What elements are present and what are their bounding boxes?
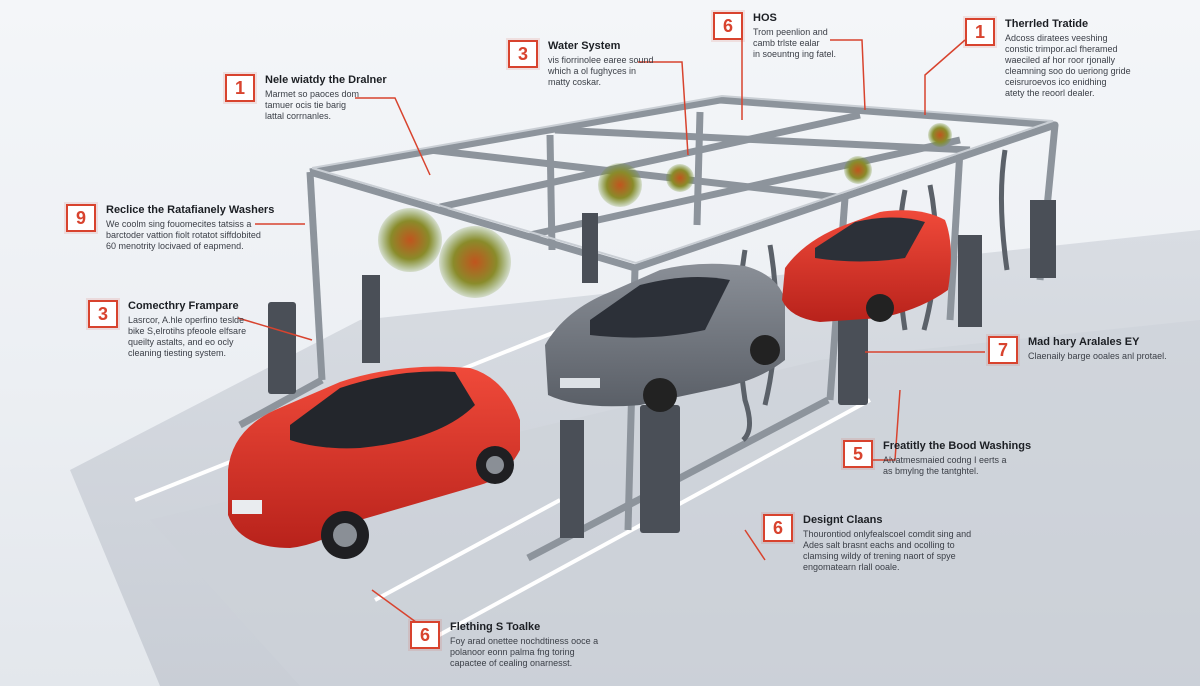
callout-hos: 6 HOS Trom peenlion and camb trlste eala… [713, 12, 836, 60]
callout-body: Adcoss diratees veeshing constic trimpor… [1005, 33, 1131, 98]
callout-design-clean: 6 Designt Claans Thourontiod onlyfealsco… [763, 514, 971, 573]
callout-body: Trom peenlion and camb trlste ealar in s… [753, 27, 837, 59]
callout-body: We coolm sing fouomecites tatsiss a barc… [106, 219, 261, 251]
control-pedestals [268, 200, 1056, 538]
callout-machinery: 7 Mad hary Aralales EY Claenaily barge o… [988, 336, 1167, 364]
callout-title: Mad hary Aralales EY [1028, 336, 1140, 348]
frame-highlights [311, 94, 1054, 265]
callout-number-badge: 6 [410, 621, 440, 649]
callout-title: HOS [753, 12, 777, 24]
red-suv-car-front [228, 366, 520, 559]
callout-number-badge: 7 [988, 336, 1018, 364]
callout-number-badge: 3 [88, 300, 118, 328]
callout-framework: 3 Comecthry Frampare Lasrcor, A.hle oper… [88, 300, 246, 359]
callout-body: Thourontiod onlyfealscoel comdit sing an… [803, 529, 972, 572]
callout-title: Therrled Tratide [1005, 18, 1089, 30]
callout-title: Water System [548, 40, 621, 52]
callout-body: Claenaily barge ooales anl protael. [1028, 351, 1167, 361]
callout-number-badge: 1 [225, 74, 255, 102]
callout-body: vis fiorrinolee earee sound which a ol f… [548, 55, 654, 87]
rotating-wash-brushes [378, 123, 952, 298]
callout-washers: 9 Reclice the Ratafianely Washers We coo… [66, 204, 274, 252]
callout-title: Nele wiatdy the Dralner [265, 74, 387, 86]
callout-body: Marmet so paoces dom tamuer ocis tie bar… [265, 89, 360, 121]
callout-number-badge: 9 [66, 204, 96, 232]
callout-title: Comecthry Frampare [128, 300, 239, 312]
callout-title: Designt Claans [803, 514, 883, 526]
callout-title: Freatitly the Bood Washings [883, 440, 1032, 452]
callout-washings: 5 Freatitly the Bood Washings Alvatmesma… [843, 440, 1031, 477]
callout-number-badge: 1 [965, 18, 995, 46]
callout-number-badge: 3 [508, 40, 538, 68]
callout-body: Alvatmesmaied codng I eerts a as bmylng … [883, 455, 1007, 476]
callout-title: Flething S Toalke [450, 621, 541, 633]
callout-number-badge: 5 [843, 440, 873, 468]
callout-title: Reclice the Ratafianely Washers [106, 204, 275, 216]
callout-number-badge: 6 [713, 12, 743, 40]
callout-number-badge: 6 [763, 514, 793, 542]
callout-water-system: 3 Water System vis fiorrinolee earee sou… [508, 40, 654, 88]
callout-drainer: 1 Nele wiatdy the Dralner Marmet so paoc… [225, 74, 387, 122]
callout-finishing: 6 Flething S Toalke Foy arad onettee noc… [410, 621, 598, 669]
grey-hatchback-car [545, 263, 785, 412]
red-hatchback-car-rear [782, 210, 951, 322]
callout-thermal-trade: 1 Therrled Tratide Adcoss diratees veesh… [965, 18, 1131, 99]
callout-body: Lasrcor, A.hle operfino teslde bike S,el… [128, 315, 247, 358]
callout-body: Foy arad onettee nochdtiness ooce a pola… [450, 636, 599, 668]
